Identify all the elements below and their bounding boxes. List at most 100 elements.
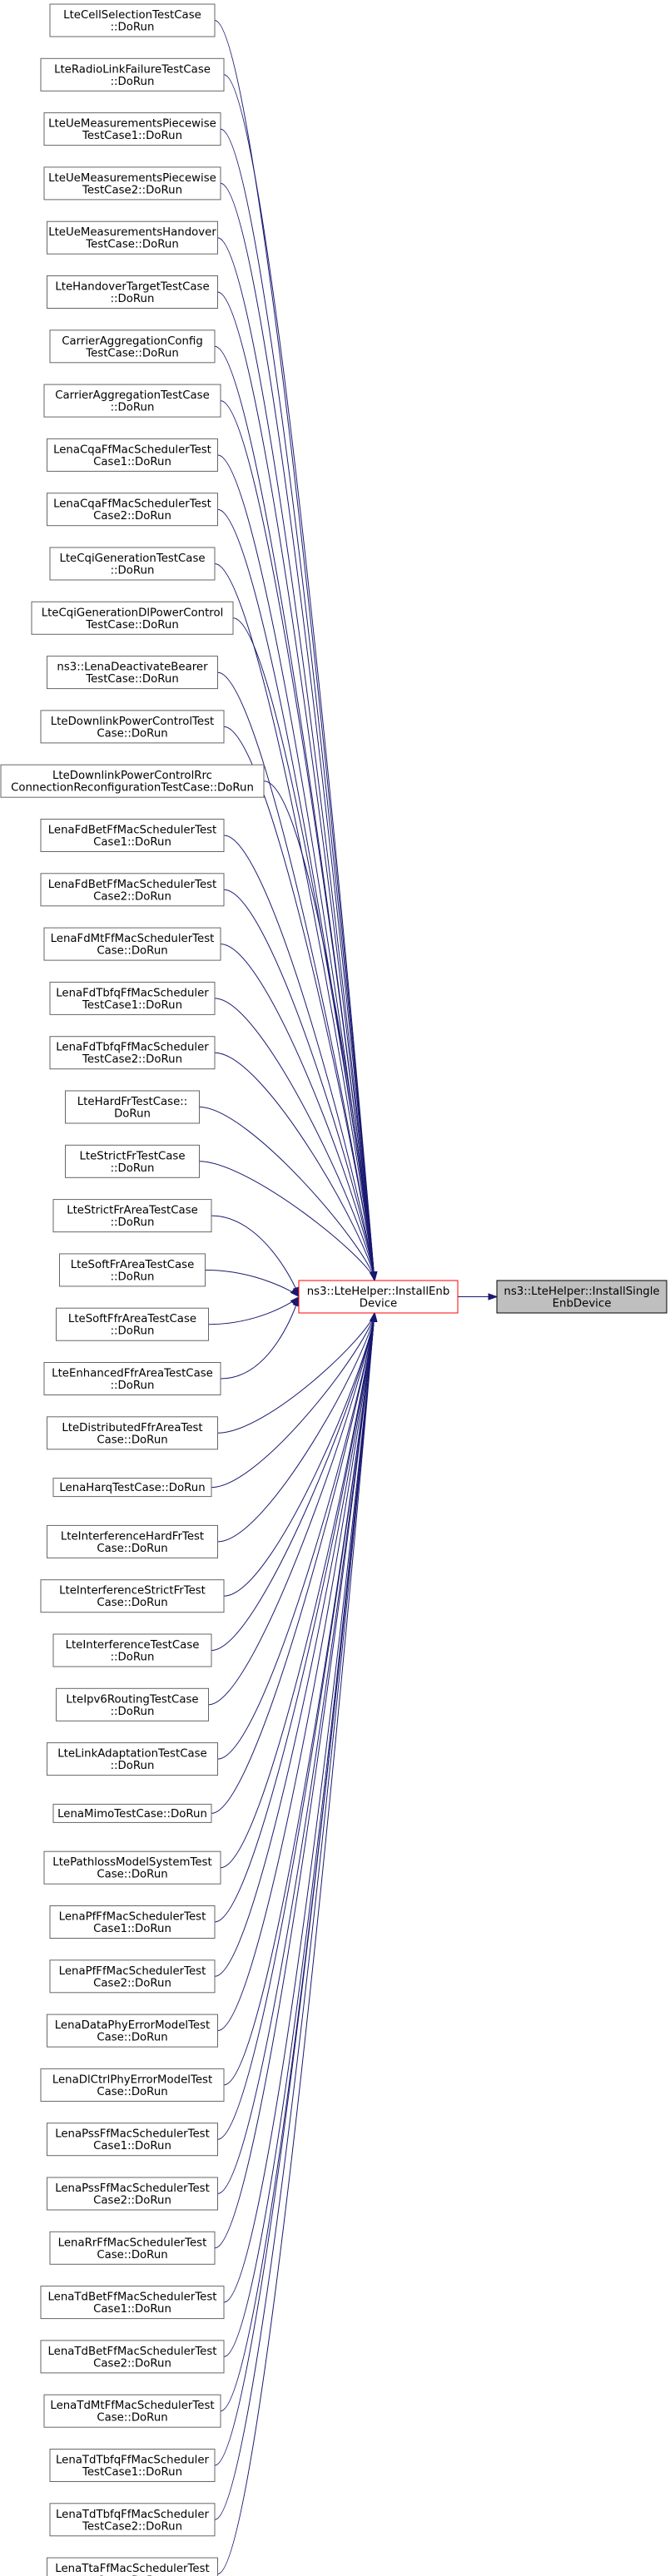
caller-node-box <box>47 275 218 309</box>
caller-node-label-line: LenaCqaFfMacSchedulerTest <box>53 443 211 456</box>
caller-node-box <box>47 2123 218 2157</box>
edges-layer <box>199 20 499 2575</box>
caller-node[interactable]: LteStrictFrAreaTestCase::DoRun <box>52 1199 212 1233</box>
caller-node-box <box>0 764 265 798</box>
caller-node[interactable]: CarrierAggregationTestCase::DoRun <box>43 384 221 418</box>
caller-node-box <box>43 2394 221 2428</box>
caller-node[interactable]: LteDownlinkPowerControlRrcConnectionReco… <box>0 764 265 798</box>
call-edge-line <box>223 1312 375 2303</box>
caller-node[interactable]: LenaTtaFfMacSchedulerTestCase::DoRun <box>47 2557 218 2576</box>
caller-node[interactable]: LteEnhancedFfrAreaTestCase::DoRun <box>43 1362 221 1395</box>
caller-node[interactable]: LteCqiGenerationDlPowerControlTestCase::… <box>31 601 234 635</box>
caller-node-box <box>56 1307 209 1341</box>
caller-node-label-line: LenaHarqTestCase::DoRun <box>59 1482 205 1494</box>
caller-node[interactable]: LteHandoverTargetTestCase::DoRun <box>47 275 218 309</box>
arrowhead-icon <box>488 1293 499 1300</box>
call-edge <box>214 1311 378 1923</box>
caller-node[interactable]: LteLinkAdaptationTestCase::DoRun <box>47 1742 218 1776</box>
caller-node-box <box>52 1803 212 1823</box>
caller-node-label-line: ::DoRun <box>111 76 155 88</box>
caller-node-label-line: TestCase::DoRun <box>85 347 179 359</box>
caller-node[interactable]: LteInterferenceTestCase::DoRun <box>52 1633 212 1667</box>
call-edge <box>208 1295 300 1325</box>
call-edge <box>223 726 378 1282</box>
caller-node-box <box>49 1905 216 1939</box>
caller-node[interactable]: LteCqiGenerationTestCase::DoRun <box>49 547 216 581</box>
caller-node[interactable]: LteIpv6RoutingTestCase::DoRun <box>56 1687 209 1721</box>
caller-node-label-line: LteIpv6RoutingTestCase <box>66 1693 198 1706</box>
caller-node[interactable]: LteSoftFrAreaTestCase::DoRun <box>59 1253 206 1287</box>
call-edge-line <box>223 74 375 1281</box>
caller-node-label-line: Case1::DoRun <box>93 2303 171 2316</box>
caller-node-label-line: Case2::DoRun <box>93 2357 171 2370</box>
caller-node-label-line: Case::DoRun <box>97 1597 167 1609</box>
caller-node-label-line: ConnectionReconfigurationTestCase::DoRun <box>11 782 254 795</box>
caller-node-label-line: LenaFdMtFfMacSchedulerTest <box>51 933 215 945</box>
call-edge-line <box>214 20 375 1281</box>
caller-node-label-line: TestCase::DoRun <box>85 673 179 686</box>
caller-node-box <box>49 2503 216 2537</box>
caller-node-label-line: ::DoRun <box>111 1162 155 1175</box>
caller-node-label-line: TestCase1::DoRun <box>82 999 182 1012</box>
call-edge-line <box>217 1312 375 2575</box>
caller-node-box <box>40 710 225 744</box>
call-edge-line <box>208 1296 300 1325</box>
call-edge-line <box>211 1312 375 1489</box>
call-edge <box>211 1311 378 1651</box>
caller-node[interactable]: LteRadioLinkFailureTestCase::DoRun <box>40 57 225 92</box>
caller-node[interactable]: LteHardFrTestCase::DoRun <box>65 1090 200 1124</box>
caller-node[interactable]: LteUeMeasurementsPiecewiseTestCase2::DoR… <box>43 166 221 201</box>
caller-node-box <box>47 220 218 255</box>
arrowhead-icon <box>369 1271 377 1282</box>
caller-node-label-line: TestCase1::DoRun <box>82 2466 182 2479</box>
caller-node-box <box>47 1524 218 1558</box>
caller-node[interactable]: LenaMimoTestCase::DoRun <box>52 1803 212 1823</box>
caller-node-box <box>43 1850 221 1885</box>
caller-node-label-line: ::DoRun <box>111 1652 155 1664</box>
call-edge-line <box>217 671 375 1281</box>
caller-node-label-line: Case2::DoRun <box>93 890 171 903</box>
caller-node[interactable]: LteStrictFrTestCase::DoRun <box>65 1144 200 1178</box>
call-edge-line <box>223 726 375 1281</box>
call-edge-line <box>199 1161 375 1281</box>
caller-node[interactable]: LenaHarqTestCase::DoRun <box>52 1478 212 1498</box>
call-edge <box>214 1052 378 1282</box>
call-edge-line <box>220 128 375 1281</box>
caller-node-label-line: Case2::DoRun <box>93 1977 171 1989</box>
caller-node[interactable]: LteCellSelectionTestCase::DoRun <box>49 3 216 37</box>
call-edge-line <box>214 1312 375 1977</box>
caller-node[interactable]: LteUeMeasurementsPiecewiseTestCase1::DoR… <box>43 112 221 146</box>
caller-node-box <box>43 112 221 146</box>
caller-node-label-line: LenaFdTbfqFfMacScheduler <box>56 987 209 999</box>
caller-node[interactable]: LteSoftFfrAreaTestCase::DoRun <box>56 1307 209 1341</box>
